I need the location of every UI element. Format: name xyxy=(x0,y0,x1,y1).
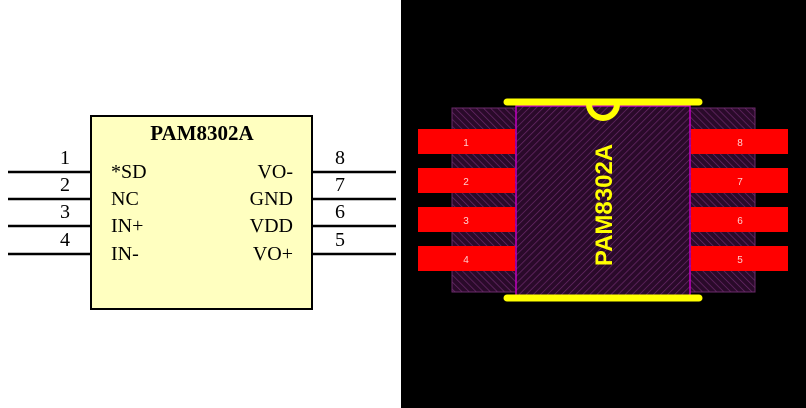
pin-number: 7 xyxy=(335,174,345,196)
pad-shape xyxy=(418,207,515,232)
pin-number: 6 xyxy=(335,201,345,223)
schematic-pin-5: 5 VO+ xyxy=(253,229,396,265)
pin-number: 3 xyxy=(60,201,70,223)
pad-number: 5 xyxy=(737,255,743,266)
schematic-symbol: PAM8302A 1 *SD 2 NC 3 IN+ 4 IN- 8 VO- xyxy=(0,0,401,408)
pad-number: 1 xyxy=(463,138,469,149)
pad-shape xyxy=(418,168,515,193)
pin-number: 1 xyxy=(60,147,70,169)
schematic-body xyxy=(90,115,313,310)
schematic-pin-2: 2 NC xyxy=(8,174,139,210)
footprint-body-outline xyxy=(515,105,691,297)
pin1-notch-marker xyxy=(586,103,620,121)
footprint-part-name: PAM8302A xyxy=(591,144,618,266)
pin-number: 8 xyxy=(335,147,345,169)
pcb-footprint: 1 2 3 4 8 7 6 5 xyxy=(401,0,806,408)
pad-4: 4 xyxy=(418,246,515,271)
schematic-pin-4: 4 IN- xyxy=(8,229,139,265)
pin-name: NC xyxy=(111,188,139,210)
pad-shape xyxy=(691,129,788,154)
schematic-pin-7: 7 GND xyxy=(250,174,396,210)
pad-5: 5 xyxy=(691,246,788,271)
pad-8: 8 xyxy=(691,129,788,154)
pad-number: 8 xyxy=(737,138,743,149)
pad-shape xyxy=(691,207,788,232)
pad-shape xyxy=(691,168,788,193)
pad-1: 1 xyxy=(418,129,515,154)
pin-name: IN- xyxy=(111,243,139,265)
pad-number: 7 xyxy=(737,177,743,188)
pin-name: IN+ xyxy=(111,215,143,237)
pad-shape xyxy=(691,246,788,271)
pin-name: GND xyxy=(250,188,293,210)
schematic-pin-6: 6 VDD xyxy=(250,201,396,237)
schematic-pin-1: 1 *SD xyxy=(8,147,147,183)
pin-number: 2 xyxy=(60,174,70,196)
pad-2: 2 xyxy=(418,168,515,193)
pin-number: 4 xyxy=(60,229,70,251)
pad-3: 3 xyxy=(418,207,515,232)
pin-name: VDD xyxy=(250,215,293,237)
schematic-pin-3: 3 IN+ xyxy=(8,201,143,237)
pad-6: 6 xyxy=(691,207,788,232)
pad-7: 7 xyxy=(691,168,788,193)
pin-name: VO- xyxy=(257,161,293,183)
schematic-pin-8: 8 VO- xyxy=(257,147,396,183)
pad-number: 2 xyxy=(463,177,469,188)
pad-shape xyxy=(418,129,515,154)
pin-name: *SD xyxy=(111,161,147,183)
pad-number: 6 xyxy=(737,216,743,227)
pin-number: 5 xyxy=(335,229,345,251)
pad-number: 3 xyxy=(463,216,469,227)
pad-number: 4 xyxy=(463,255,469,266)
pin-name: VO+ xyxy=(253,243,293,265)
schematic-part-name: PAM8302A xyxy=(150,121,254,145)
pad-shape xyxy=(418,246,515,271)
